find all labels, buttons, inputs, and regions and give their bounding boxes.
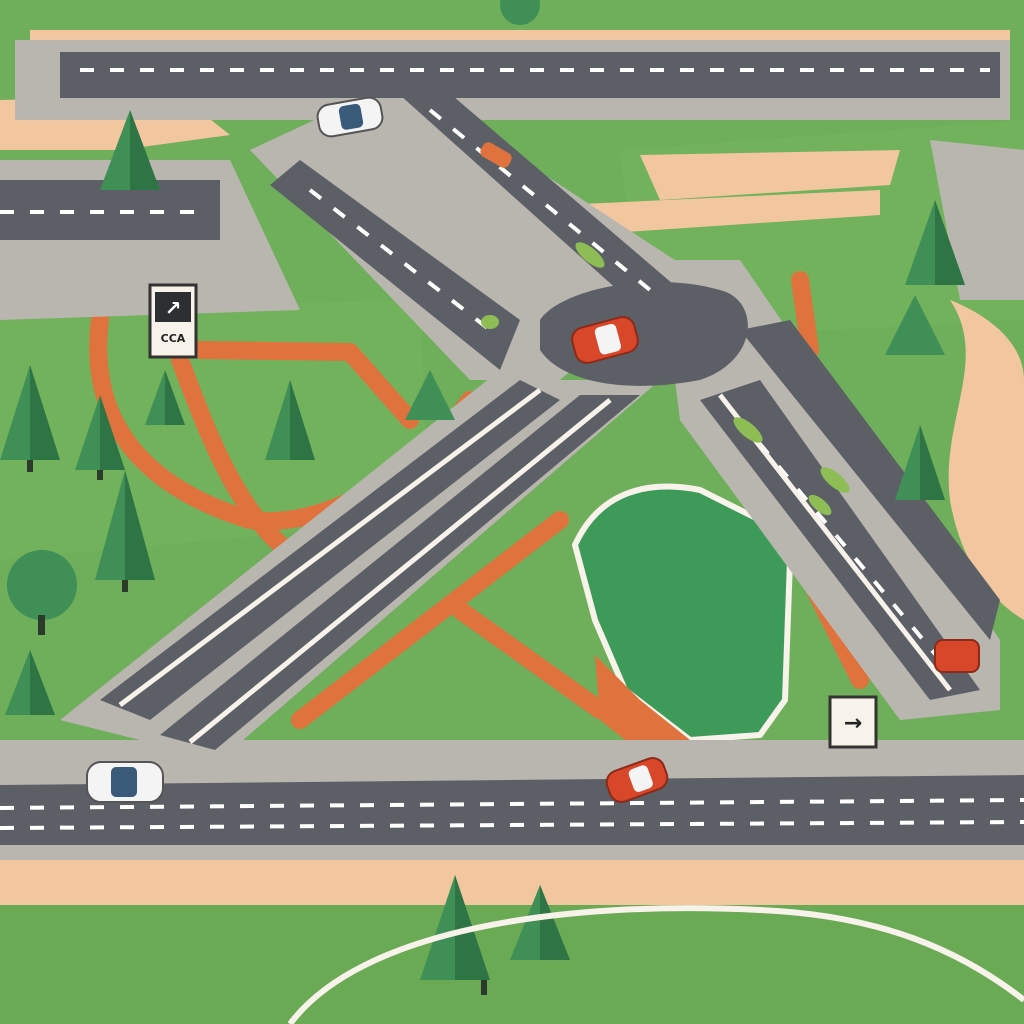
- lane-mark-right-diag: [738, 418, 942, 662]
- pond-bank: [595, 655, 700, 765]
- upper-diagonal-b: [400, 85, 680, 310]
- road-marker: [733, 417, 763, 443]
- orange-ramp-lower: [451, 601, 609, 719]
- orange-ramps: [89, 271, 869, 729]
- road-marker: [481, 315, 499, 329]
- car-white-bottom: [86, 761, 164, 803]
- dirt-path-right: [948, 300, 1024, 620]
- orange-ramp-top: [191, 341, 419, 429]
- lane-edges: [118, 388, 952, 744]
- tree: [405, 370, 455, 420]
- lane-edge-main-2: [188, 398, 612, 744]
- road-marker: [575, 242, 605, 268]
- road-sign-icon: ↗: [165, 296, 182, 320]
- trees: [0, 0, 965, 995]
- road-markers: [481, 242, 850, 516]
- sign-left: ↗ CCA: [148, 283, 198, 359]
- lane-markings: [0, 68, 1024, 830]
- bottom-white-curve: [287, 905, 1024, 1024]
- tree: [95, 470, 155, 592]
- car-orange-top: [480, 142, 512, 168]
- car-red-center: [571, 316, 639, 364]
- tree: [7, 550, 77, 635]
- tree: [885, 295, 945, 355]
- lane-mark-upper-diag: [308, 188, 492, 332]
- tree: [5, 650, 55, 715]
- tree: [905, 200, 965, 285]
- pond: [571, 483, 794, 744]
- road-marker: [808, 494, 832, 516]
- right-diagonal-b: [740, 320, 1000, 640]
- orange-ramp-inner: [171, 351, 309, 569]
- orange-ramp-right-2: [791, 271, 819, 359]
- lane-edge-main: [118, 388, 542, 707]
- dirt-band-right: [640, 150, 900, 200]
- sign-right: →: [828, 695, 878, 749]
- lane-mark-bottom-2: [0, 820, 1024, 830]
- dirt-band-right-2: [560, 190, 880, 235]
- upper-diagonal-a: [270, 160, 520, 370]
- tree: [0, 365, 60, 472]
- tree: [895, 425, 945, 500]
- car-white-top: [316, 96, 384, 138]
- tree: [510, 885, 570, 960]
- tree: [265, 380, 315, 460]
- highway-top: [60, 52, 1000, 98]
- car-red-bottom: [605, 757, 669, 803]
- road-marker: [820, 467, 850, 493]
- tree: [75, 395, 125, 480]
- road-sign-icon: →: [844, 711, 862, 736]
- lane-mark-bottom: [0, 798, 1024, 810]
- tree: [500, 0, 540, 25]
- tree: [100, 110, 160, 190]
- orange-ramp-diagonal: [291, 511, 569, 729]
- lane-edge-right: [718, 393, 952, 692]
- tree: [145, 370, 185, 425]
- highway-bottom: [0, 775, 1024, 845]
- road-left-stub: [0, 180, 220, 240]
- sign-left-text: CCA: [161, 332, 186, 345]
- car-red-right: [934, 639, 980, 673]
